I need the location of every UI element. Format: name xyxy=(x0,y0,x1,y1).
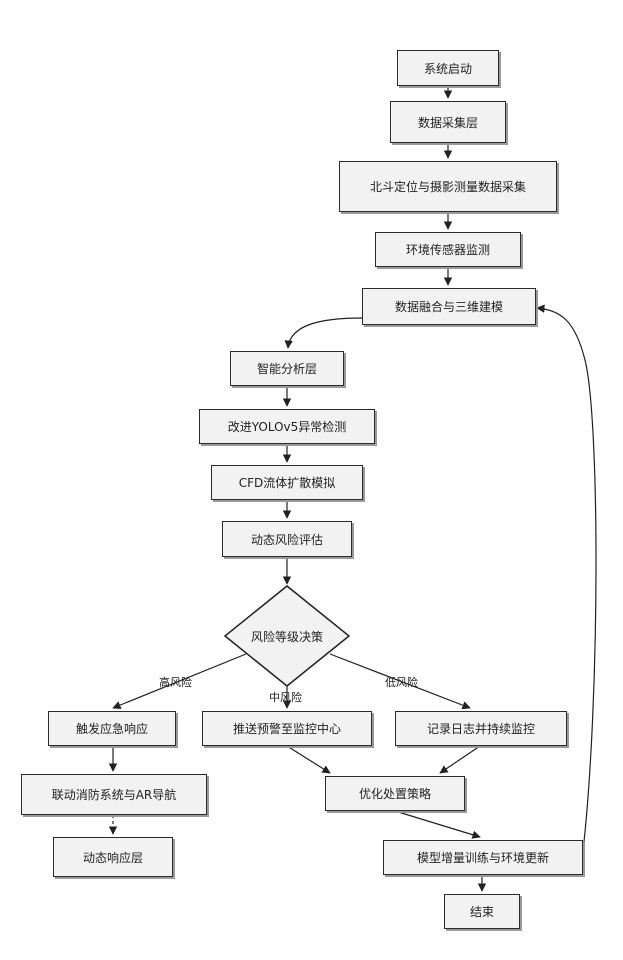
node-dynamic-response: 动态响应层 xyxy=(53,837,173,877)
decision-label: 风险等级决策 xyxy=(237,628,337,645)
arrow-log-to-optimize xyxy=(440,746,480,773)
node-start: 系统启动 xyxy=(397,50,499,86)
node-end: 结束 xyxy=(444,894,520,929)
node-beidou-collection: 北斗定位与摄影测量数据采集 xyxy=(339,161,557,212)
edge-label-high-risk: 高风险 xyxy=(159,674,192,690)
node-optimize-strategy: 优化处置策略 xyxy=(325,776,465,811)
node-analysis-layer: 智能分析层 xyxy=(230,351,344,386)
node-linkage-ar: 联动消防系统与AR导航 xyxy=(21,774,207,815)
node-log-monitor: 记录日志并持续监控 xyxy=(395,711,567,746)
node-env-sensor: 环境传感器监测 xyxy=(375,232,521,267)
edge-label-mid-risk: 中风险 xyxy=(269,689,302,705)
arrow-fusion-to-analysis xyxy=(288,318,362,348)
node-yolo-detection: 改进YOLOv5异常检测 xyxy=(199,409,375,444)
node-emergency-response: 触发应急响应 xyxy=(48,711,176,746)
node-model-update: 模型增量训练与环境更新 xyxy=(383,840,583,875)
node-cfd-simulation: CFD流体扩散模拟 xyxy=(211,465,363,500)
arrow-push-to-optimize xyxy=(287,746,330,773)
node-data-layer: 数据采集层 xyxy=(390,101,506,143)
node-risk-evaluation: 动态风险评估 xyxy=(222,521,352,557)
arrow-optimize-to-update xyxy=(395,811,480,837)
node-push-alert: 推送预警至监控中心 xyxy=(202,711,372,746)
arrow-feedback-loop xyxy=(537,308,596,851)
edge-label-low-risk: 低风险 xyxy=(385,674,418,690)
node-data-fusion: 数据融合与三维建模 xyxy=(362,288,536,325)
